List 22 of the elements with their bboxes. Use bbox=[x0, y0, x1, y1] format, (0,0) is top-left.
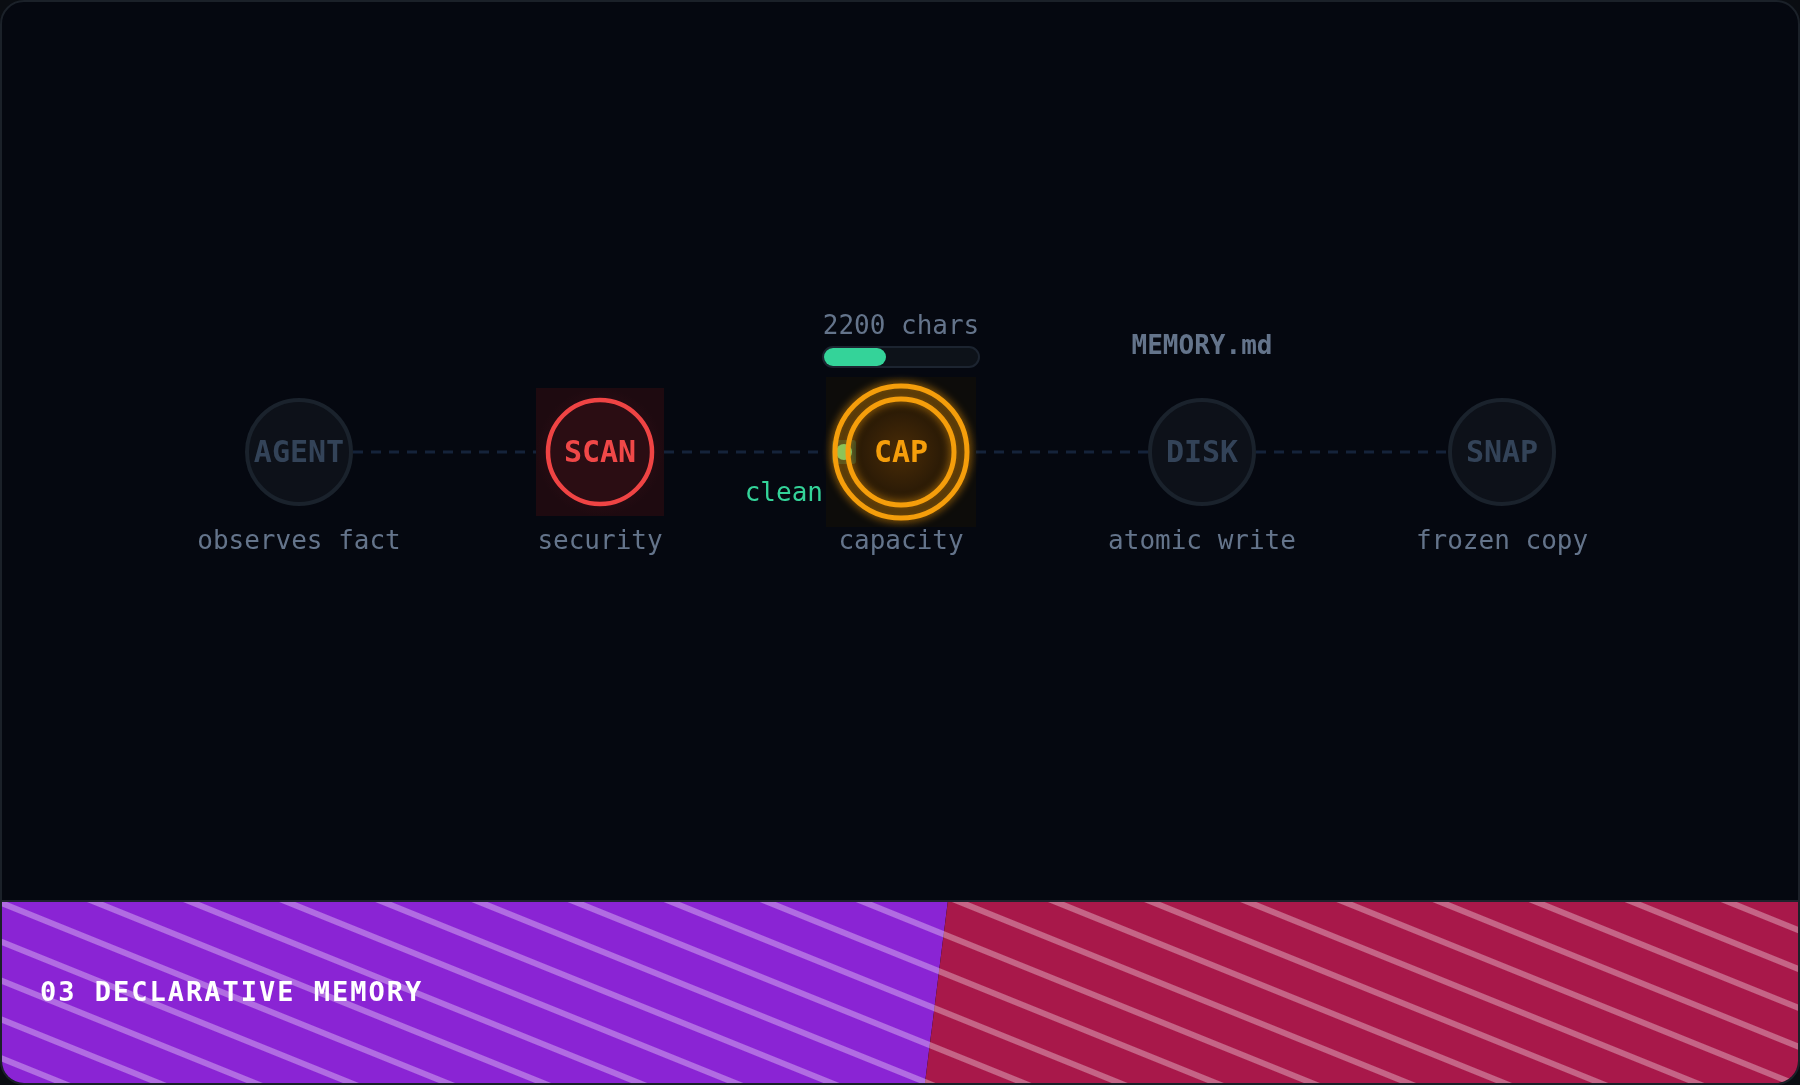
stage-caption: atomic write bbox=[1108, 527, 1296, 553]
stage-caption: frozen copy bbox=[1415, 527, 1589, 553]
dashed-connector bbox=[976, 450, 1148, 454]
capacity-counter: 2200 chars bbox=[822, 312, 980, 338]
stage-name: SNAP bbox=[1465, 437, 1539, 467]
dashed-connector bbox=[1256, 450, 1448, 454]
stage-node bbox=[1148, 398, 1256, 506]
banner-title: 03 DECLARATIVE MEMORY bbox=[40, 978, 424, 1005]
stage-name: CAP bbox=[873, 437, 929, 467]
stage-name: SCAN bbox=[563, 437, 637, 467]
stage-caption: observes fact bbox=[197, 527, 401, 553]
dashed-connector bbox=[353, 450, 536, 454]
stage-caption: security bbox=[537, 527, 663, 553]
status-label: clean bbox=[744, 479, 823, 505]
stage-node bbox=[245, 398, 353, 506]
file-name-label: MEMORY.md bbox=[1131, 332, 1273, 358]
stage-name: DISK bbox=[1165, 437, 1239, 467]
stage-caption: capacity bbox=[838, 527, 964, 553]
stage-node bbox=[826, 377, 976, 527]
stage-node bbox=[1448, 398, 1556, 506]
stage-node bbox=[536, 388, 664, 516]
stage-name: AGENT bbox=[253, 437, 345, 467]
